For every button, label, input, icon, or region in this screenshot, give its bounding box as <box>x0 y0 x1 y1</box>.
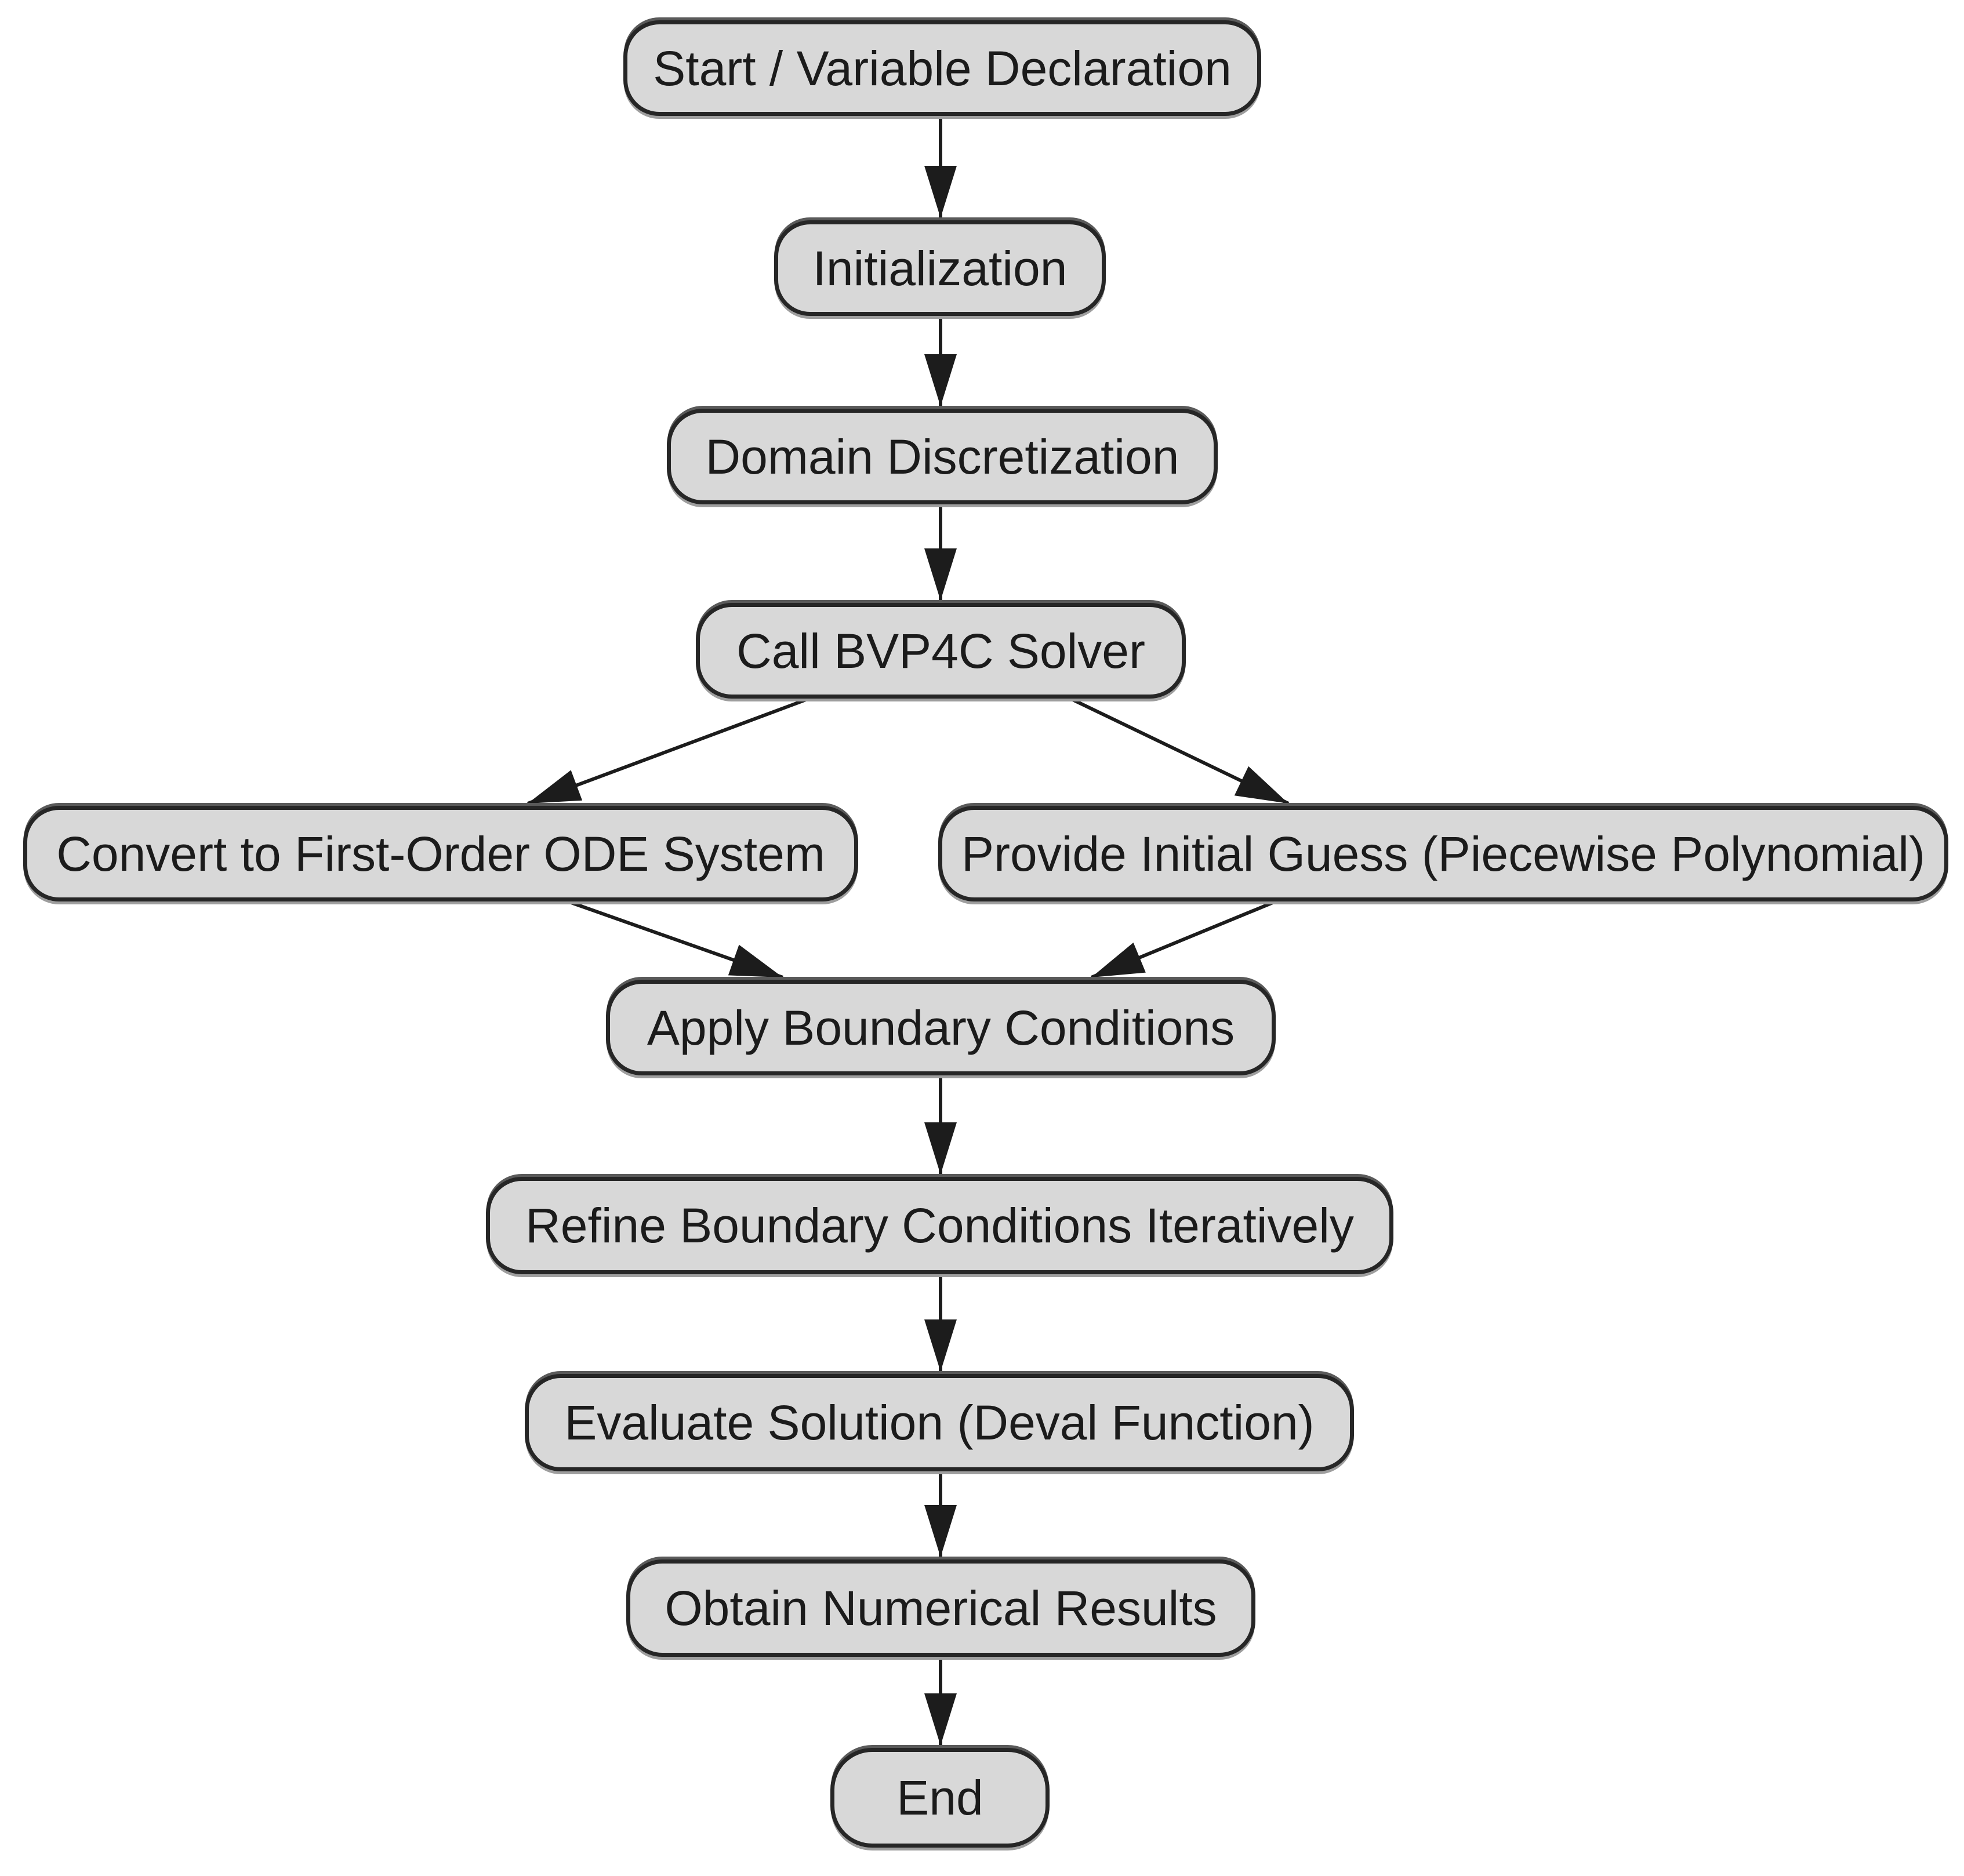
node-end: End <box>830 1748 1050 1848</box>
node-convert-first-order-ode: Convert to First-Order ODE System <box>23 806 858 901</box>
node-initialization: Initialization <box>774 220 1106 316</box>
node-label: Apply Boundary Conditions <box>647 1000 1235 1055</box>
node-label: Initialization <box>812 241 1068 296</box>
node-label: Convert to First-Order ODE System <box>56 826 825 881</box>
edge-solver-convert <box>527 698 807 805</box>
node-apply-boundary-conditions: Apply Boundary Conditions <box>606 980 1276 1075</box>
node-label: Provide Initial Guess (Piecewise Polynom… <box>961 826 1925 881</box>
node-label: Domain Discretization <box>705 429 1179 484</box>
node-label: Call BVP4C Solver <box>736 623 1145 678</box>
node-label: Evaluate Solution (Deval Function) <box>564 1395 1315 1450</box>
node-evaluate-solution-deval: Evaluate Solution (Deval Function) <box>525 1374 1354 1471</box>
node-start-variable-declaration: Start / Variable Declaration <box>623 20 1261 116</box>
node-label: Obtain Numerical Results <box>665 1581 1217 1635</box>
node-label: End <box>896 1770 983 1825</box>
node-refine-boundary-conditions: Refine Boundary Conditions Iteratively <box>486 1177 1393 1274</box>
node-provide-initial-guess: Provide Initial Guess (Piecewise Polynom… <box>938 806 1948 901</box>
edge-convert-apply <box>571 901 783 979</box>
edge-guess-apply <box>1090 901 1274 979</box>
edge-solver-guess <box>1072 698 1290 805</box>
node-domain-discretization: Domain Discretization <box>667 409 1218 504</box>
node-obtain-numerical-results: Obtain Numerical Results <box>626 1559 1255 1657</box>
node-label: Refine Boundary Conditions Iteratively <box>525 1198 1354 1253</box>
node-call-bvp4c-solver: Call BVP4C Solver <box>696 603 1186 699</box>
node-label: Start / Variable Declaration <box>653 41 1232 96</box>
